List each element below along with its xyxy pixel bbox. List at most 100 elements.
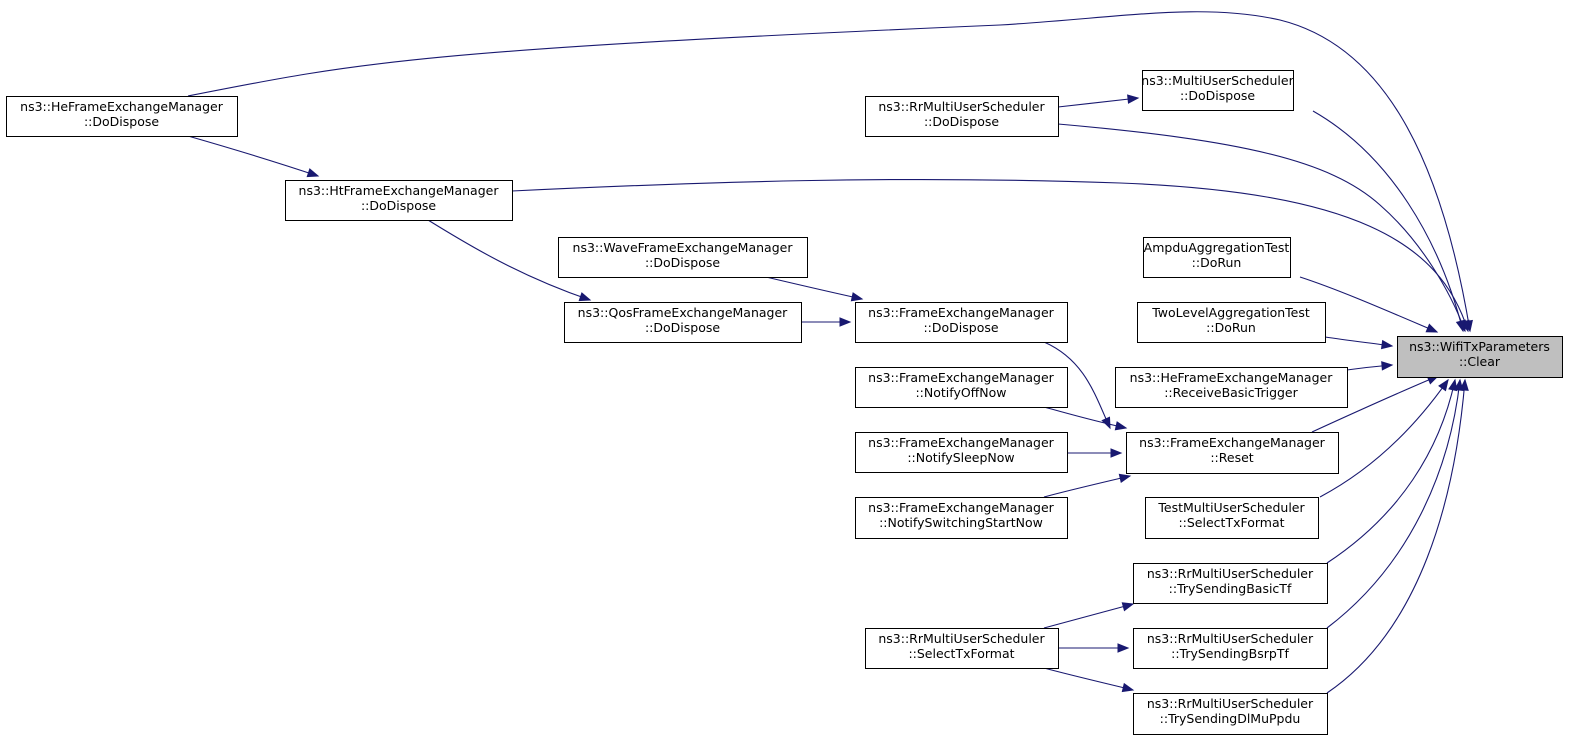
edge-line xyxy=(187,11,1471,332)
node-method: ::SelectTxFormat xyxy=(1178,515,1284,530)
edge-rr_select-to-rr_basic xyxy=(1043,602,1135,629)
node-box xyxy=(6,96,238,137)
edge-line xyxy=(1326,379,1461,629)
edge-line xyxy=(1326,379,1466,694)
node-box xyxy=(1133,693,1328,735)
node-box xyxy=(558,237,808,278)
node-box xyxy=(1142,70,1294,111)
edge-twolevel_run-to-clear xyxy=(1324,336,1394,350)
node-method: ::NotifyOffNow xyxy=(915,385,1006,400)
node-rr-select[interactable]: ns3::RrMultiUserScheduler::SelectTxForma… xyxy=(865,628,1059,669)
node-ht-dispose[interactable]: ns3::HtFrameExchangeManager::DoDispose xyxy=(285,180,513,221)
edge-ht_dispose-to-qos_dispose xyxy=(427,219,592,302)
node-fem-reset[interactable]: ns3::FrameExchangeManager::Reset xyxy=(1126,432,1339,474)
edge-line xyxy=(1043,406,1127,429)
node-he-dispose[interactable]: ns3::HeFrameExchangeManager::DoDispose xyxy=(6,96,238,137)
node-method: ::DoDispose xyxy=(923,320,998,335)
node-ampdu-run[interactable]: AmpduAggregationTest::DoRun xyxy=(1143,237,1291,278)
edge-line xyxy=(1311,375,1439,433)
edge-fem_dispose-to-fem_reset xyxy=(1043,341,1111,430)
node-method: ::TrySendingBasicTf xyxy=(1169,581,1292,596)
node-box xyxy=(855,302,1068,343)
node-method: ::DoDispose xyxy=(645,320,720,335)
edge-line xyxy=(1312,110,1464,332)
node-name: ns3::RrMultiUserScheduler xyxy=(1147,566,1314,581)
node-name: ns3::RrMultiUserScheduler xyxy=(878,631,1045,646)
edge-rr_basic-to-clear xyxy=(1326,378,1458,564)
node-rr-dispose[interactable]: ns3::RrMultiUserScheduler::DoDispose xyxy=(865,96,1059,137)
edge-fem_switch-to-fem_reset xyxy=(1043,473,1132,498)
node-box xyxy=(1143,237,1291,278)
node-qos-dispose[interactable]: ns3::QosFrameExchangeManager::DoDispose xyxy=(564,302,802,343)
node-method: ::DoRun xyxy=(1192,255,1242,270)
edge-test_mus_select-to-clear xyxy=(1319,378,1449,498)
edge-line xyxy=(1043,341,1111,429)
node-name: ns3::RrMultiUserScheduler xyxy=(1147,696,1314,711)
node-name: ns3::FrameExchangeManager xyxy=(1139,435,1325,450)
node-method: ::DoDispose xyxy=(361,198,436,213)
arrowhead-icon xyxy=(1117,643,1130,653)
edge-rr_dispose-to-clear xyxy=(1057,123,1466,333)
node-name: AmpduAggregationTest xyxy=(1144,240,1290,255)
node-test-mus-select[interactable]: TestMultiUserScheduler::SelectTxFormat xyxy=(1145,497,1319,539)
edge-line xyxy=(1043,475,1131,498)
node-mus-dispose[interactable]: ns3::MultiUserScheduler::DoDispose xyxy=(1141,70,1295,111)
node-method: ::NotifySwitchingStartNow xyxy=(879,515,1043,530)
edge-line xyxy=(765,276,863,300)
node-box xyxy=(1145,497,1319,539)
node-rr-bsrp[interactable]: ns3::RrMultiUserScheduler::TrySendingBsr… xyxy=(1133,628,1328,669)
node-name: ns3::RrMultiUserScheduler xyxy=(878,99,1045,114)
node-fem-sleep[interactable]: ns3::FrameExchangeManager::NotifySleepNo… xyxy=(855,432,1068,473)
node-method: ::DoDispose xyxy=(84,114,159,129)
arrowhead-icon xyxy=(1381,361,1394,371)
node-name: ns3::FrameExchangeManager xyxy=(868,500,1054,515)
node-wave-dispose[interactable]: ns3::WaveFrameExchangeManager::DoDispose xyxy=(558,237,808,278)
node-method: ::DoRun xyxy=(1206,320,1256,335)
node-name: ns3::FrameExchangeManager xyxy=(868,305,1054,320)
node-name: ns3::WaveFrameExchangeManager xyxy=(573,240,794,255)
node-fem-off[interactable]: ns3::FrameExchangeManager::NotifyOffNow xyxy=(855,367,1068,408)
arrowhead-icon xyxy=(1114,421,1128,431)
arrowhead-icon xyxy=(1380,339,1394,350)
node-name: ns3::QosFrameExchangeManager xyxy=(578,305,788,320)
node-box xyxy=(855,432,1068,473)
node-box xyxy=(1126,432,1339,474)
edge-mus_dispose-to-clear xyxy=(1312,110,1466,333)
node-fem-dispose[interactable]: ns3::FrameExchangeManager::DoDispose xyxy=(855,302,1068,343)
node-method: ::Reset xyxy=(1210,450,1253,465)
node-fem-switch[interactable]: ns3::FrameExchangeManager::NotifySwitchi… xyxy=(855,497,1068,539)
arrowhead-icon xyxy=(1425,323,1439,333)
node-box xyxy=(855,497,1068,539)
node-method: ::DoDispose xyxy=(1180,88,1255,103)
arrowhead-icon xyxy=(1455,319,1466,333)
node-name: ns3::RrMultiUserScheduler xyxy=(1147,631,1314,646)
node-rr-basic[interactable]: ns3::RrMultiUserScheduler::TrySendingBas… xyxy=(1133,563,1328,604)
node-twolevel-run[interactable]: TwoLevelAggregationTest::DoRun xyxy=(1137,302,1326,343)
node-name: ns3::FrameExchangeManager xyxy=(868,435,1054,450)
edge-qos_dispose-to-fem_dispose xyxy=(801,317,852,327)
arrowhead-icon xyxy=(850,292,864,302)
arrowhead-icon xyxy=(1121,602,1135,612)
arrowhead-icon xyxy=(1438,378,1449,392)
node-box xyxy=(285,180,513,221)
nodes-layer: ns3::WifiTxParameters::Clearns3::HeFrame… xyxy=(6,70,1563,735)
edge-ampdu_run-to-clear xyxy=(1299,276,1439,333)
node-method: ::ReceiveBasicTrigger xyxy=(1164,385,1298,400)
node-box xyxy=(1115,367,1348,408)
node-method: ::DoDispose xyxy=(645,255,720,270)
node-method: ::TrySendingDlMuPpdu xyxy=(1160,711,1301,726)
edge-line xyxy=(1299,276,1438,333)
edge-rr_select-to-rr_bsrp xyxy=(1058,643,1130,653)
node-box xyxy=(865,96,1059,137)
node-he-basic[interactable]: ns3::HeFrameExchangeManager::ReceiveBasi… xyxy=(1115,367,1348,408)
edge-wave_dispose-to-fem_dispose xyxy=(765,276,864,302)
node-name: ns3::WifiTxParameters xyxy=(1409,339,1550,354)
edge-line xyxy=(1043,667,1134,691)
edge-fem_off-to-fem_reset xyxy=(1043,406,1128,431)
node-rr-dlmu[interactable]: ns3::RrMultiUserScheduler::TrySendingDlM… xyxy=(1133,693,1328,735)
node-box xyxy=(1133,563,1328,604)
edge-line xyxy=(427,219,591,301)
node-method: ::Clear xyxy=(1459,354,1501,369)
node-clear[interactable]: ns3::WifiTxParameters::Clear xyxy=(1397,336,1563,378)
